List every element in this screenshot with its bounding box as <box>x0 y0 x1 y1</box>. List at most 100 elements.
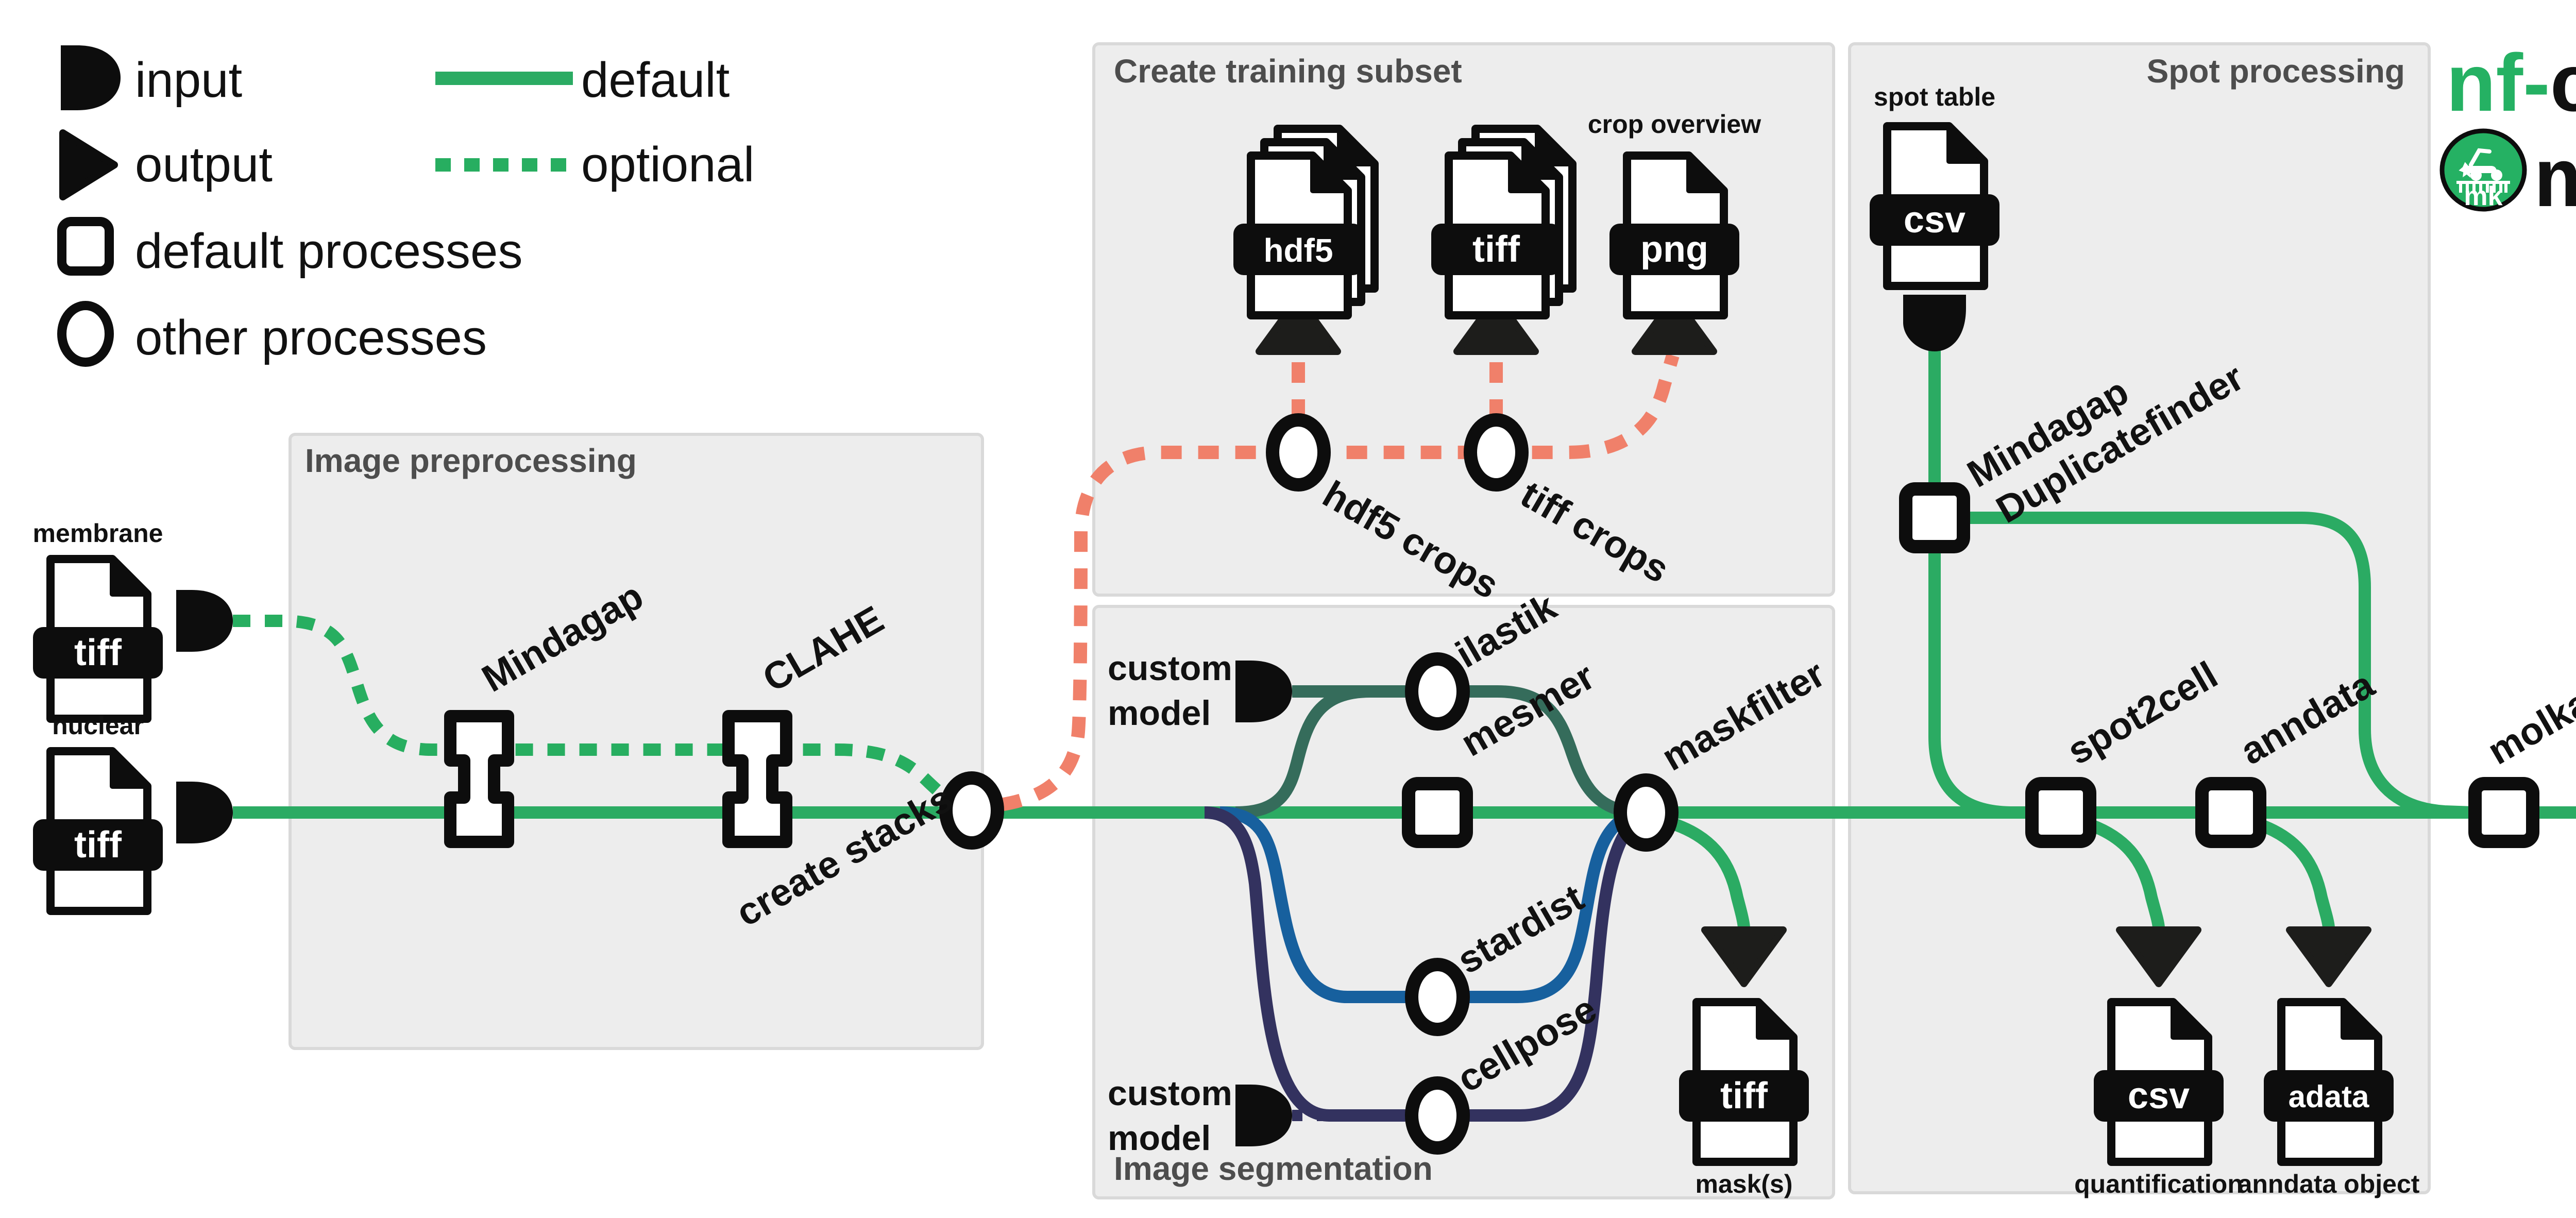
legend-default-label: default <box>581 53 730 108</box>
doc-fold <box>1756 1000 1796 1040</box>
process-molkartqc-node <box>2468 777 2539 848</box>
doc-band <box>2094 1070 2224 1122</box>
label-spot-table: spot table <box>1874 82 1995 111</box>
doc-band <box>2264 1070 2394 1122</box>
badge-hatch <box>2456 181 2510 193</box>
doc-fold <box>1946 124 1987 164</box>
legend: input output default processes other pro… <box>57 45 754 367</box>
process-ilastik-node <box>1405 652 1470 731</box>
legend-output-icon <box>59 129 118 200</box>
file-icon-mask-tiff: tiff <box>1679 998 1809 1166</box>
doc-band <box>33 627 163 679</box>
label-custom-model-bottom-1: custom <box>1108 1074 1232 1113</box>
edge-ilastik-line <box>1292 685 1642 819</box>
input-icon-membrane <box>176 590 233 652</box>
label-nuclear: nuclear <box>52 711 144 740</box>
title-image-preprocessing: Image preprocessing <box>305 442 637 479</box>
file-icon-membrane-tiff: tiff <box>33 555 163 723</box>
output-arrow-quantification <box>2116 926 2201 987</box>
file-icon-tiff-stack: tiff <box>1431 125 1577 319</box>
input-icon-nuclear <box>176 782 233 843</box>
legend-output-label: output <box>135 137 273 192</box>
label-molkartqc: molkartqc <box>2481 645 2576 773</box>
title-create-training-subset: Create training subset <box>1114 53 1462 90</box>
input-icon-spot-table <box>1903 295 1966 351</box>
doc-fold <box>2171 1000 2211 1040</box>
process-clahe-node <box>722 710 792 848</box>
file-icon-spot-table-csv: csv <box>1870 122 1999 290</box>
doc-band <box>1431 224 1561 275</box>
process-cellpose-node <box>1405 1076 1470 1155</box>
input-icon-custom-model-top <box>1235 661 1292 722</box>
output-arrow-png <box>1632 294 1717 355</box>
edge-membrane-optional <box>233 615 973 816</box>
file-icon-hdf5-stack: hdf5 <box>1233 125 1379 319</box>
process-mindagap-node <box>444 710 514 848</box>
doc-fold <box>2341 1000 2381 1040</box>
edge-stardist-branch <box>1219 806 1649 1003</box>
file-ext: tiff <box>1472 229 1520 270</box>
file-icon-nuclear-tiff: tiff <box>33 747 163 915</box>
legend-input-icon <box>61 45 121 110</box>
process-tiff-crops-node <box>1464 413 1529 492</box>
badge-kart-wheel-1 <box>2470 170 2482 181</box>
doc-band <box>1679 1070 1809 1122</box>
doc-fold <box>110 749 150 789</box>
process-duplicatefinder-node <box>1899 482 1970 553</box>
process-mesmer-node <box>1402 777 1473 848</box>
process-anndata-node <box>2195 777 2266 848</box>
input-icon-custom-model-bottom <box>1235 1085 1292 1146</box>
legend-default-processes-label: default processes <box>135 224 522 279</box>
file-ext: adata <box>2289 1079 2369 1114</box>
file-icon-png: png <box>1609 151 1739 319</box>
edge-duplicatefinder-down <box>1928 546 2011 819</box>
nf-core-molkart-logo: nf-core/ mk molkart <box>2439 38 2576 224</box>
file-ext: png <box>1640 229 1708 270</box>
output-arrow-hdf5 <box>1256 294 1341 355</box>
doc-fold <box>1508 153 1548 193</box>
doc-band <box>1233 224 1363 275</box>
legend-optional-label: optional <box>581 137 754 192</box>
badge-kart-driver <box>2469 148 2492 167</box>
output-arrow-anndata-object <box>2286 926 2371 987</box>
label-custom-model-top-2: model <box>1108 693 1211 733</box>
badge-kart-wheel-2 <box>2491 170 2502 181</box>
file-ext: tiff <box>1720 1075 1768 1116</box>
logo-name: molkart <box>2534 131 2576 224</box>
label-custom-model-top-1: custom <box>1108 649 1232 688</box>
badge-text: mk <box>2464 181 2502 211</box>
edge-duplicatefinder-right <box>1964 512 2473 819</box>
legend-other-process-icon <box>57 301 114 367</box>
process-hdf5-crops-node <box>1266 413 1331 492</box>
label-quantification: quantification <box>2074 1170 2243 1198</box>
file-ext: hdf5 <box>1263 232 1333 269</box>
logo-core: core/ <box>2550 38 2576 128</box>
file-ext: tiff <box>74 632 122 673</box>
label-mask: mask(s) <box>1696 1170 1793 1198</box>
legend-other-processes-label: other processes <box>135 310 487 365</box>
doc-fold <box>1686 153 1726 193</box>
doc-fold <box>110 556 150 597</box>
edge-training-optional <box>999 353 1680 811</box>
box-image-preprocessing <box>289 433 984 1050</box>
label-anndata-object: anndata object <box>2238 1170 2420 1198</box>
logo-line1: nf-core/ <box>2446 38 2576 128</box>
output-arrow-tiff-crops <box>1453 294 1539 355</box>
process-stardist-node <box>1405 958 1470 1036</box>
doc-band <box>33 819 163 871</box>
file-icon-quantification-csv: csv <box>2094 998 2224 1166</box>
label-crop-overview: crop overview <box>1588 110 1761 139</box>
edge-ilastik-branch-up <box>1235 685 1371 819</box>
file-icon-adata: adata <box>2264 998 2394 1166</box>
label-custom-model-bottom-2: model <box>1108 1119 1211 1158</box>
title-image-segmentation: Image segmentation <box>1114 1150 1433 1187</box>
file-ext: csv <box>1904 199 1965 241</box>
legend-default-process-icon <box>57 217 114 276</box>
label-membrane: membrane <box>33 519 163 548</box>
process-maskfilter-node <box>1614 773 1679 852</box>
process-spot2cell-node <box>2025 777 2096 848</box>
edge-spot2cell-out <box>2075 815 2165 928</box>
output-arrow-mask <box>1701 926 1787 987</box>
